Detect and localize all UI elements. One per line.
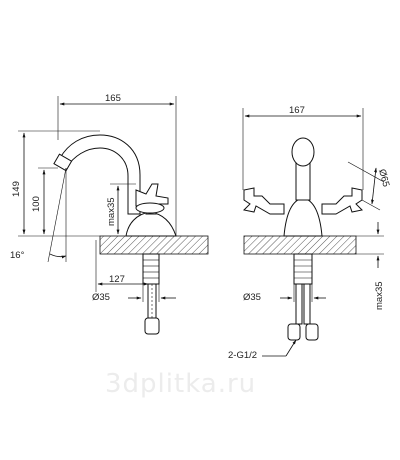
faucet-body-front (283, 197, 323, 237)
hose-connector-right-b (305, 323, 319, 341)
hose-right-a (295, 283, 303, 325)
dim-base-offset: 127 (109, 274, 125, 285)
hose-right-b (303, 283, 311, 325)
base-shank-left (142, 253, 160, 285)
dim-connection: 2-G1/2 (228, 350, 257, 361)
front-view-dimensions: 167 Ø65 max35 Ø35 2-G1/2 (228, 105, 391, 361)
hose-connector-right-a (287, 323, 301, 341)
dim-base-diameter-left: Ø35 (92, 292, 110, 303)
countertop-right (243, 235, 357, 255)
side-view-dimensions: 165 149 100 max35 16° 127 Ø35 (10, 93, 177, 303)
dim-angle: 16° (10, 250, 25, 261)
countertop-left (99, 235, 209, 255)
hose-connector-left (144, 317, 160, 335)
side-view (53, 134, 209, 335)
cross-handle-front-right (321, 187, 364, 215)
faucet-body-side (125, 211, 177, 237)
dim-base-diameter-right: Ø35 (243, 292, 261, 303)
spout-side (59, 134, 141, 215)
dim-spout-height: 100 (31, 196, 42, 212)
cross-handle-front-left (242, 187, 285, 215)
dim-handle-diameter: Ø65 (376, 168, 391, 188)
front-view (242, 137, 364, 341)
dim-height-total: 149 (11, 181, 22, 197)
dim-mount-thickness: max35 (374, 281, 385, 310)
base-shank-right (293, 253, 313, 285)
dim-total-width: 167 (289, 105, 305, 116)
aerator-side (53, 153, 73, 172)
dim-spout-reach: 165 (105, 93, 121, 104)
watermark: 3dplitka.ru (105, 369, 256, 399)
dim-handle-height: max35 (106, 197, 117, 226)
